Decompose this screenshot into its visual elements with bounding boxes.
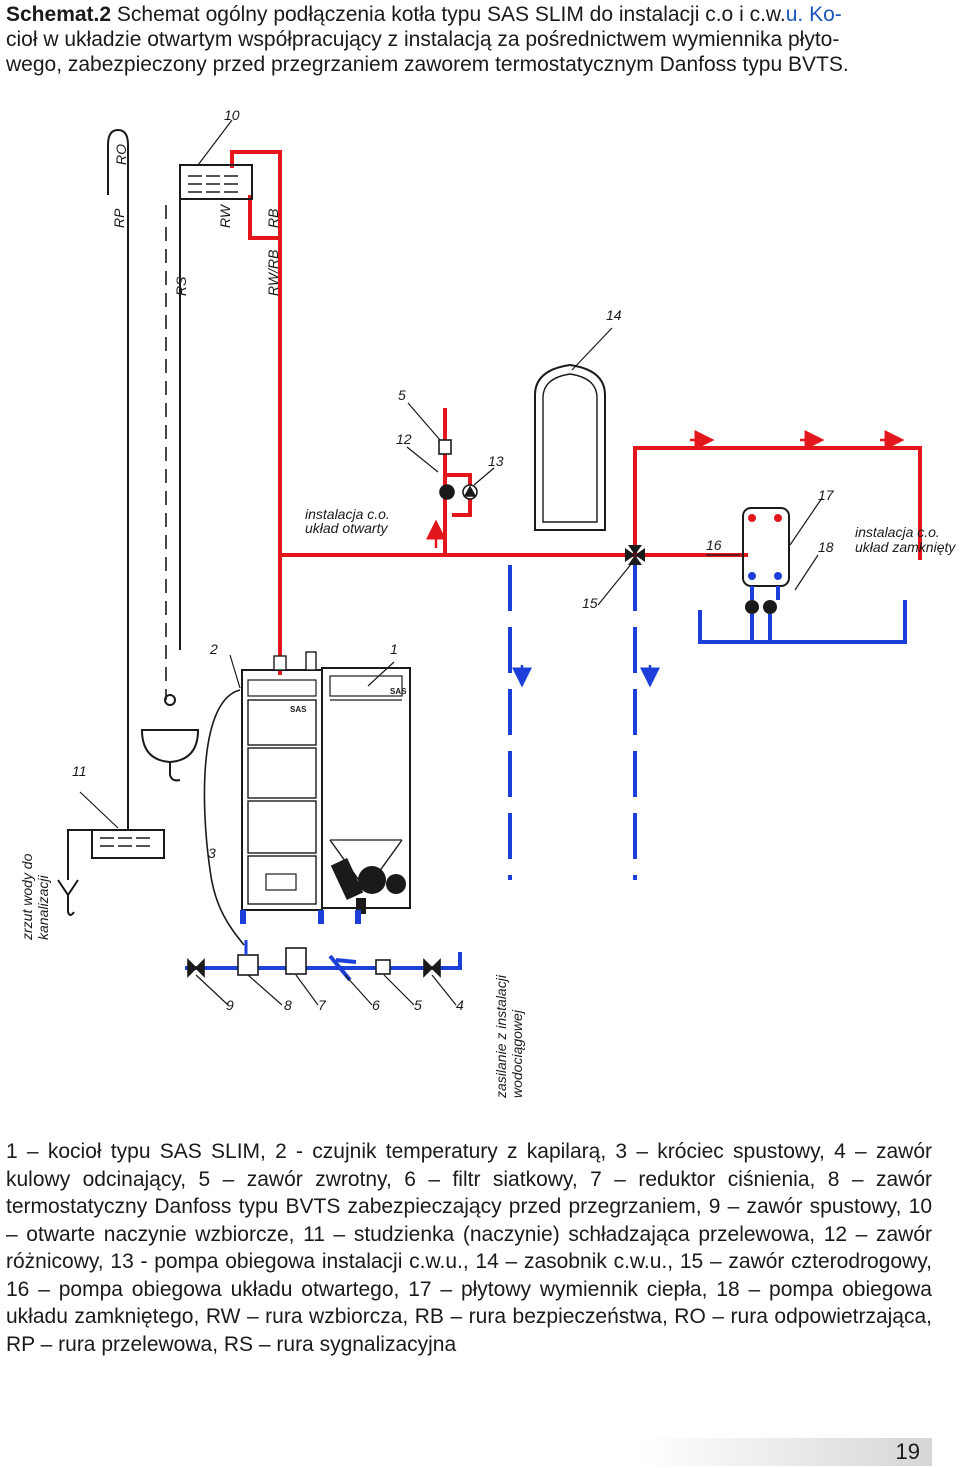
boiler-top-fittings [273, 651, 317, 671]
brand-hopper: SAS [390, 687, 407, 696]
label-17: 17 [818, 487, 835, 503]
cold-pipes [185, 565, 907, 970]
label-rw: RW [217, 203, 233, 228]
pipe-rw [230, 150, 282, 240]
burner [330, 857, 406, 914]
label-10: 10 [224, 107, 240, 123]
label-13: 13 [488, 453, 504, 469]
capillary [203, 689, 245, 946]
note-open-1: instalacja c.o. [305, 506, 390, 522]
label-rwrb: RW/RB [265, 250, 281, 296]
label-16: 16 [706, 537, 722, 553]
note-supply-2: wodociągowej [509, 1009, 525, 1098]
caption-line-2: cioł w układzie otwartym współpracujący … [6, 28, 840, 51]
plate-exchanger [706, 497, 823, 642]
label-6: 6 [372, 997, 380, 1013]
sink-basin [140, 694, 200, 782]
cold-closed [698, 600, 907, 644]
connection-diagram: RO RP RW RB RS RW/RB 10 14 5 12 13 17 16… [19, 107, 956, 1099]
four-way-valve [597, 545, 645, 606]
label-11: 11 [72, 763, 87, 779]
note-drain-1: zrzut wody do [19, 853, 35, 941]
diagram-labels: RO RP RW RB RS RW/RB 10 14 5 12 13 17 16… [19, 107, 956, 1099]
hot-top-loop [633, 446, 922, 560]
caption-line-3: wego, zabezpieczony przed przegrzaniem z… [6, 53, 849, 76]
cooling-sump [79, 791, 165, 859]
hot-water-tank [534, 327, 613, 531]
note-drain-2: kanalizacji [35, 875, 51, 940]
page-number: 19 [895, 1439, 920, 1464]
boiler-legs [240, 910, 361, 924]
figure-caption: Schemat.2 Schemat ogólny podłączenia kot… [6, 2, 946, 77]
caption-lead: Schemat.2 [6, 3, 112, 26]
flow-arrows [426, 430, 905, 688]
label-5: 5 [414, 997, 422, 1013]
label-9: 9 [226, 997, 234, 1013]
note-supply-1: zasilanie z instalacji [493, 974, 509, 1099]
drain-funnel [57, 879, 79, 916]
label-5-top: 5 [398, 387, 406, 403]
note-closed-2: układ zamknięty [855, 539, 956, 555]
label-18: 18 [818, 539, 834, 555]
label-14: 14 [606, 307, 622, 323]
brand-boiler: SAS [290, 705, 307, 714]
black-pipes [67, 128, 181, 880]
label-12: 12 [396, 431, 412, 447]
note-closed-1: instalacja c.o. [855, 524, 940, 540]
label-2: 2 [209, 641, 218, 657]
footer-band [642, 1438, 932, 1466]
label-7: 7 [318, 997, 327, 1013]
label-ro: RO [113, 144, 129, 165]
label-rs: RS [173, 276, 189, 296]
supply-fittings [187, 940, 457, 1006]
expansion-vessel [179, 119, 253, 200]
legend-text: 1 – kocioł typu SAS SLIM, 2 - czujnik te… [6, 1140, 932, 1356]
label-15: 15 [582, 595, 598, 611]
cold-supply [185, 952, 462, 970]
label-rp: RP [111, 208, 127, 228]
label-rb: RB [265, 209, 281, 228]
label-4: 4 [456, 997, 464, 1013]
note-open-2: układ otwarty [305, 520, 388, 536]
label-3: 3 [208, 845, 216, 861]
label-8: 8 [284, 997, 292, 1013]
caption-title: Schemat ogólny podłączenia kotła typu SA… [111, 3, 786, 26]
pipe-ro [67, 128, 129, 880]
hot-pipes [230, 150, 922, 675]
caption-title-accent: u. Ko- [785, 3, 842, 26]
brand-labels: SAS SAS [290, 687, 407, 714]
label-1: 1 [390, 641, 398, 657]
component-12-13 [406, 402, 495, 500]
